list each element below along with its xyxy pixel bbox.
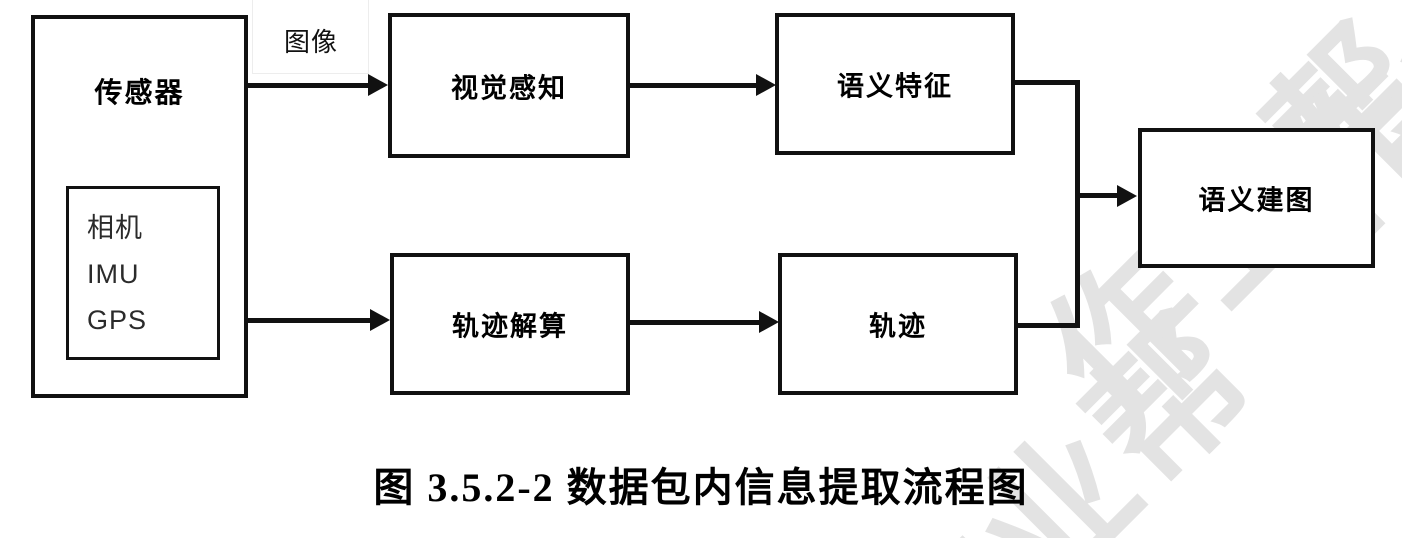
node-trajectory-solving-label: 轨迹解算 (452, 311, 568, 342)
node-semantic-feature[interactable]: 语义特征 (775, 13, 1015, 155)
node-trajectory[interactable]: 轨迹 (778, 253, 1018, 395)
edge-visual-to-semfeat-line (630, 83, 760, 88)
edge-sensor-to-trajsolve-arrowhead (370, 309, 390, 331)
node-trajectory-solving[interactable]: 轨迹解算 (390, 253, 630, 395)
node-sensor-title: 传感器 (94, 77, 185, 108)
edge-label-image: 图像 (283, 27, 338, 57)
sensor-item-imu: IMU (87, 259, 140, 289)
edge-sensor-to-visual-line (248, 83, 372, 88)
edge-merge-vertical-line (1075, 80, 1080, 328)
edge-traj-to-junction-line (1016, 323, 1080, 328)
node-semantic-mapping-label: 语义建图 (1198, 185, 1315, 216)
node-sensor[interactable]: 传感器 相机 IMU GPS (31, 15, 248, 398)
node-semantic-mapping[interactable]: 语义建图 (1138, 128, 1375, 268)
node-sensor-device-list: 相机 IMU GPS (87, 205, 147, 343)
edge-sensor-to-visual-arrowhead (368, 74, 388, 96)
node-trajectory-label: 轨迹 (869, 311, 927, 342)
edge-visual-to-semfeat-arrowhead (756, 74, 776, 96)
node-visual-perception-label: 视觉感知 (451, 73, 567, 103)
sensor-item-gps: GPS (87, 305, 148, 335)
sensor-item-camera: 相机 (87, 213, 143, 243)
node-visual-perception[interactable]: 视觉感知 (388, 13, 630, 158)
edge-junction-to-semmap-line (1075, 193, 1121, 198)
edge-semfeat-to-junction-line (1013, 80, 1080, 85)
edge-label-image-box (252, 0, 369, 74)
edge-junction-to-semmap-arrowhead (1117, 185, 1137, 207)
figure-caption: 图 3.5.2-2 数据包内信息提取流程图 (373, 465, 1029, 510)
edge-trajsolve-to-traj-arrowhead (759, 311, 779, 333)
node-sensor-device-list-box[interactable]: 相机 IMU GPS (66, 186, 220, 360)
edge-trajsolve-to-traj-line (630, 320, 763, 325)
edge-sensor-to-trajsolve-line (248, 318, 374, 323)
node-semantic-feature-label: 语义特征 (837, 71, 953, 102)
